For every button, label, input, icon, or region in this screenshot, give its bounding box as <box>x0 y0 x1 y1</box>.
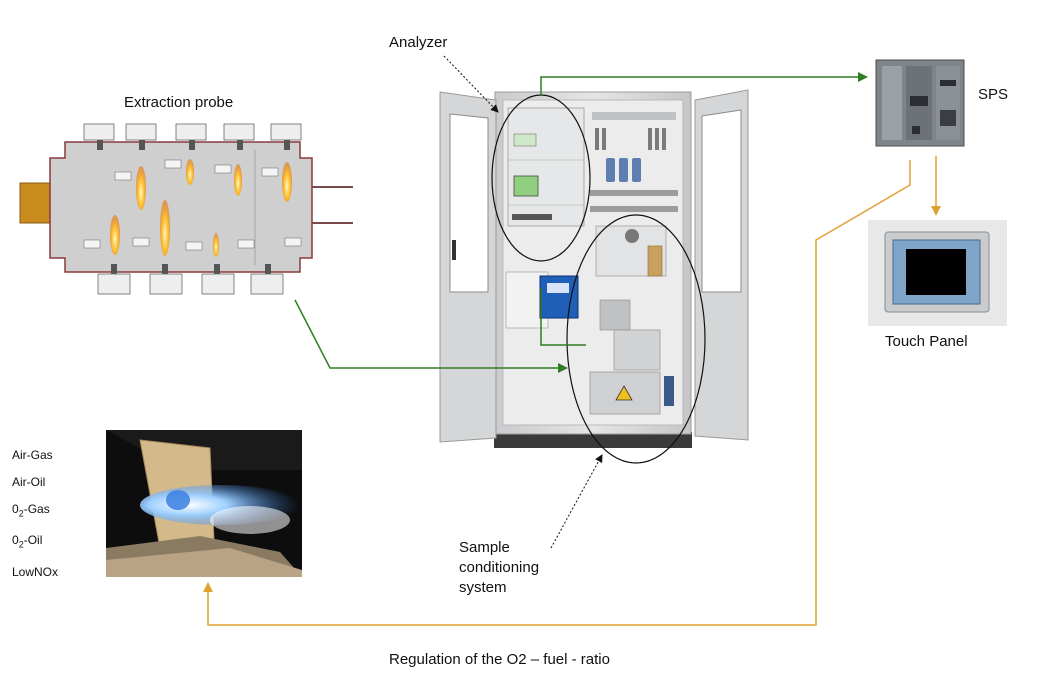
label-sps: SPS <box>978 86 1009 103</box>
arrow-probe-to-conditioning <box>294 299 568 373</box>
analyzer-cabinet <box>439 89 749 464</box>
furnace-drawing <box>19 123 353 295</box>
burner-mode-item: LowNOx <box>12 564 59 579</box>
label-extraction-probe: Extraction probe <box>124 94 234 111</box>
label-sample-line-2: conditioning <box>459 559 540 576</box>
label-analyzer: Analyzer <box>389 34 448 51</box>
burner-photo <box>106 430 302 577</box>
label-regulation: Regulation of the O2 – fuel - ratio <box>389 651 610 668</box>
callout-analyzer <box>443 55 499 113</box>
touch-panel-device <box>868 220 1007 326</box>
arrow-inside-cabinet <box>540 288 586 346</box>
sps-controller <box>875 59 965 147</box>
label-sample-line-3: system <box>459 579 507 596</box>
burner-mode-list: Air-Gas Air-Oil 02-Gas 02-Oil LowNOx <box>12 442 58 586</box>
burner-mode-item: 02-Oil <box>12 533 43 550</box>
label-sample-conditioning-system: Sample conditioning system <box>459 538 539 598</box>
burner-mode-item: Air-Gas <box>12 448 53 462</box>
arrow-regulation-loop <box>203 160 911 626</box>
burner-mode-item: Air-Oil <box>12 475 46 489</box>
label-touch-panel: Touch Panel <box>885 333 968 350</box>
arrow-analyzer-to-sps <box>540 72 868 96</box>
burner-mode-item: 02-Gas <box>12 502 50 519</box>
label-sample-line-1: Sample <box>459 539 510 556</box>
callout-sample-conditioning <box>550 454 603 549</box>
